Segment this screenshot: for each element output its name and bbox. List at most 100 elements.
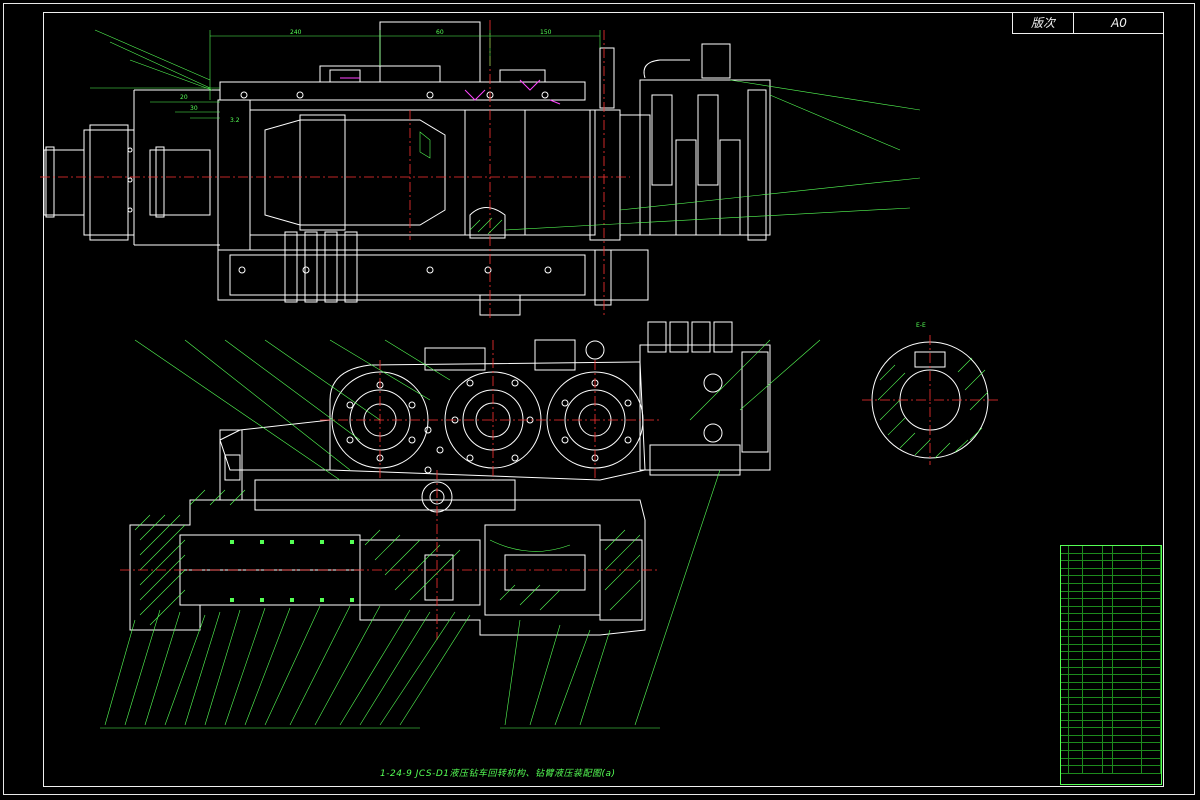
bom-cell: [1061, 644, 1070, 652]
bom-cell: [1113, 576, 1142, 583]
bom-row: [1061, 667, 1162, 676]
bom-cell: [1103, 553, 1113, 561]
bom-cell: [1061, 652, 1070, 659]
bom-cell: [1103, 735, 1113, 743]
bom-row: [1061, 766, 1162, 774]
bom-cell: [1061, 568, 1070, 576]
bom-cell: [1113, 546, 1142, 553]
bom-cell: [1142, 561, 1162, 568]
bom-row: [1061, 629, 1162, 638]
bom-cell: [1103, 705, 1113, 713]
bom-cell: [1142, 728, 1162, 735]
bom-cell: [1083, 553, 1103, 561]
bom-cell: [1083, 583, 1103, 591]
bom-cell: [1069, 591, 1084, 599]
bom-cell: [1113, 751, 1142, 758]
bom-cell: [1142, 713, 1162, 720]
dim-20: 20: [180, 94, 188, 101]
title-block: 版次 A0: [1012, 12, 1164, 34]
bom-cell: [1113, 621, 1142, 629]
bom-cell: [1069, 583, 1084, 591]
bom-cell: [1083, 637, 1103, 644]
bom-cell: [1061, 682, 1070, 690]
bom-cell: [1142, 697, 1162, 705]
bom-cell: [1113, 735, 1142, 743]
top-view-hatch: [419, 131, 503, 235]
bom-cell: [1113, 583, 1142, 591]
bom-cell: [1061, 675, 1070, 682]
bom-row: [1061, 553, 1162, 562]
bom-cell: [1061, 690, 1070, 697]
bom-cell: [1142, 667, 1162, 675]
bom-cell: [1142, 629, 1162, 637]
bom-cell: [1069, 652, 1084, 659]
bom-cell: [1061, 713, 1070, 720]
bom-cell: [1083, 659, 1103, 667]
bom-cell: [1061, 720, 1070, 728]
bom-cell: [1113, 599, 1142, 606]
bom-cell: [1103, 576, 1113, 583]
section-hatch: [134, 489, 641, 626]
section-label-e-e: E-E: [916, 322, 926, 329]
bom-cell: [1069, 614, 1084, 621]
bom-cell: [1113, 675, 1142, 682]
bom-row: [1061, 599, 1162, 607]
bom-cell: [1142, 735, 1162, 743]
bom-cell: [1113, 568, 1142, 576]
bom-row: [1061, 682, 1162, 691]
bom-cell: [1113, 720, 1142, 728]
bom-cell: [1083, 591, 1103, 599]
bom-cell: [1142, 568, 1162, 576]
bom-rows: [1061, 546, 1162, 774]
bom-row: [1061, 720, 1162, 729]
bom-row: [1061, 675, 1162, 683]
bom-cell: [1103, 606, 1113, 614]
top-view: [43, 21, 771, 316]
e-e-hatch: [877, 357, 989, 459]
bom-cell: [1061, 667, 1070, 675]
bom-row: [1061, 735, 1162, 744]
bom-cell: [1113, 553, 1142, 561]
bom-row: [1061, 758, 1162, 767]
outer-border: [3, 3, 1195, 795]
dim-240: 240: [290, 29, 302, 36]
bom-cell: [1069, 766, 1084, 773]
bom-cell: [1061, 591, 1070, 599]
bom-cell: [1083, 735, 1103, 743]
bom-cell: [1061, 705, 1070, 713]
bom-cell: [1083, 758, 1103, 766]
top-view-centerlines: [40, 20, 630, 320]
bom-cell: [1103, 766, 1113, 773]
bom-cell: [1103, 583, 1113, 591]
bom-cell: [1083, 629, 1103, 637]
bom-cell: [1103, 591, 1113, 599]
bom-cell: [1103, 743, 1113, 751]
bom-row: [1061, 606, 1162, 615]
bom-cell: [1083, 546, 1103, 553]
bom-cell: [1069, 659, 1084, 667]
dim-150: 150: [540, 29, 552, 36]
top-view-accents: [340, 77, 561, 105]
bom-cell: [1061, 758, 1070, 766]
front-view: [219, 321, 771, 501]
bom-cell: [1061, 766, 1070, 773]
bom-cell: [1083, 561, 1103, 568]
bom-cell: [1103, 614, 1113, 621]
section-view: [129, 479, 646, 636]
bom-cell: [1113, 652, 1142, 659]
front-view-bolts: [346, 379, 632, 474]
bom-cell: [1103, 652, 1113, 659]
bom-cell: [1061, 743, 1070, 751]
bom-cell: [1142, 743, 1162, 751]
bom-row: [1061, 644, 1162, 653]
bom-row: [1061, 652, 1162, 660]
bom-cell: [1061, 735, 1070, 743]
bom-row: [1061, 583, 1162, 592]
dim-60: 60: [436, 29, 444, 36]
bom-row: [1061, 546, 1162, 554]
bom-cell: [1083, 720, 1103, 728]
bom-cell: [1113, 659, 1142, 667]
bom-cell: [1069, 637, 1084, 644]
bom-cell: [1142, 720, 1162, 728]
bom-cell: [1113, 614, 1142, 621]
